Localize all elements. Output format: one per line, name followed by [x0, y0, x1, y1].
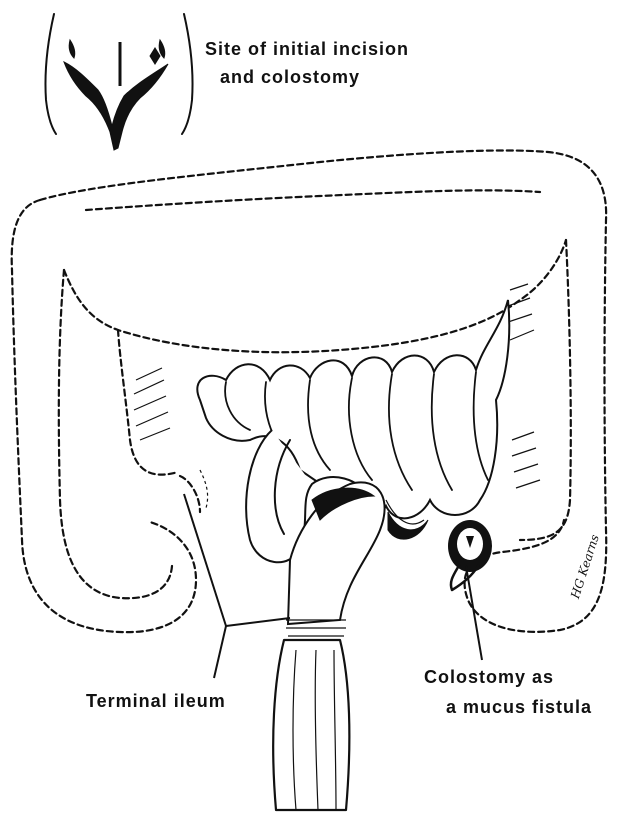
terminal-ileum-label: Terminal ileum [86, 690, 226, 712]
colostomy-site-mark [150, 48, 160, 64]
colostomy-leader [466, 566, 482, 660]
colostomy-stoma [448, 520, 492, 590]
ileum-stump [273, 640, 349, 810]
terminal-ileum-leader-2 [226, 618, 290, 626]
colostomy-caption-line2: a mucus fistula [446, 696, 592, 718]
torso-inset [45, 14, 192, 150]
terminal-ileum-leader-3 [214, 626, 226, 678]
incision-caption-line2: and colostomy [220, 66, 360, 88]
incision-caption-line1: Site of initial incision [205, 38, 409, 60]
colostomy-caption-line1: Colostomy as [424, 666, 554, 688]
